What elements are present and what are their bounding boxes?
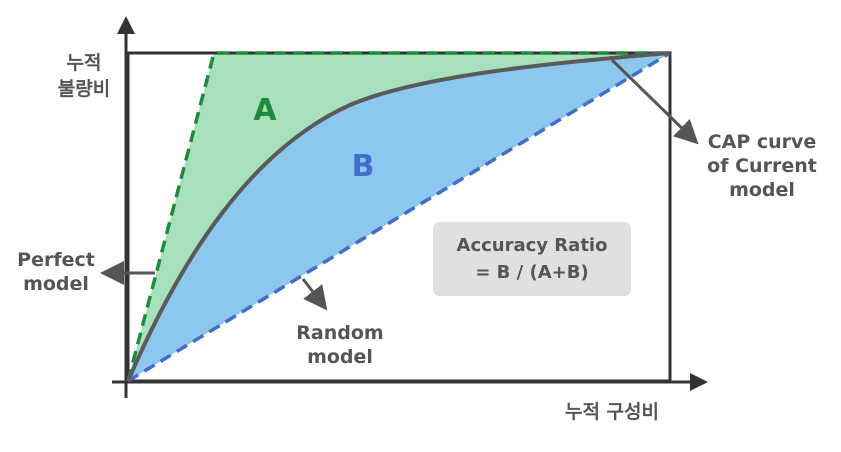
region-a-label: A [253,93,277,128]
formula-line2: = B / (A+B) [475,262,588,283]
y-axis-arrow [117,16,135,34]
formula-box [433,222,631,296]
random-callout-line2: model [307,346,373,368]
perfect-callout-line1: Perfect [17,249,95,271]
formula-line1: Accuracy Ratio [457,235,608,256]
y-axis-label-line1: 누적 [67,52,102,74]
y-axis-label-line2: 불량비 [58,78,110,100]
perfect-callout-line2: model [23,273,89,295]
x-axis-arrow [690,373,708,391]
random-model-line [127,51,671,383]
cap-callout-line3: model [729,179,795,201]
cap-curve [126,51,671,382]
region-b-label: B [352,149,375,184]
cap-callout-line1: CAP curve [708,131,817,153]
region-a [128,53,670,381]
x-axis-label: 누적 구성비 [565,401,659,423]
random-callout-arrow [301,278,328,311]
random-callout-line1: Random [296,322,383,344]
cap-callout-line2: of Current [707,155,817,177]
cap-callout-arrow [610,58,699,145]
